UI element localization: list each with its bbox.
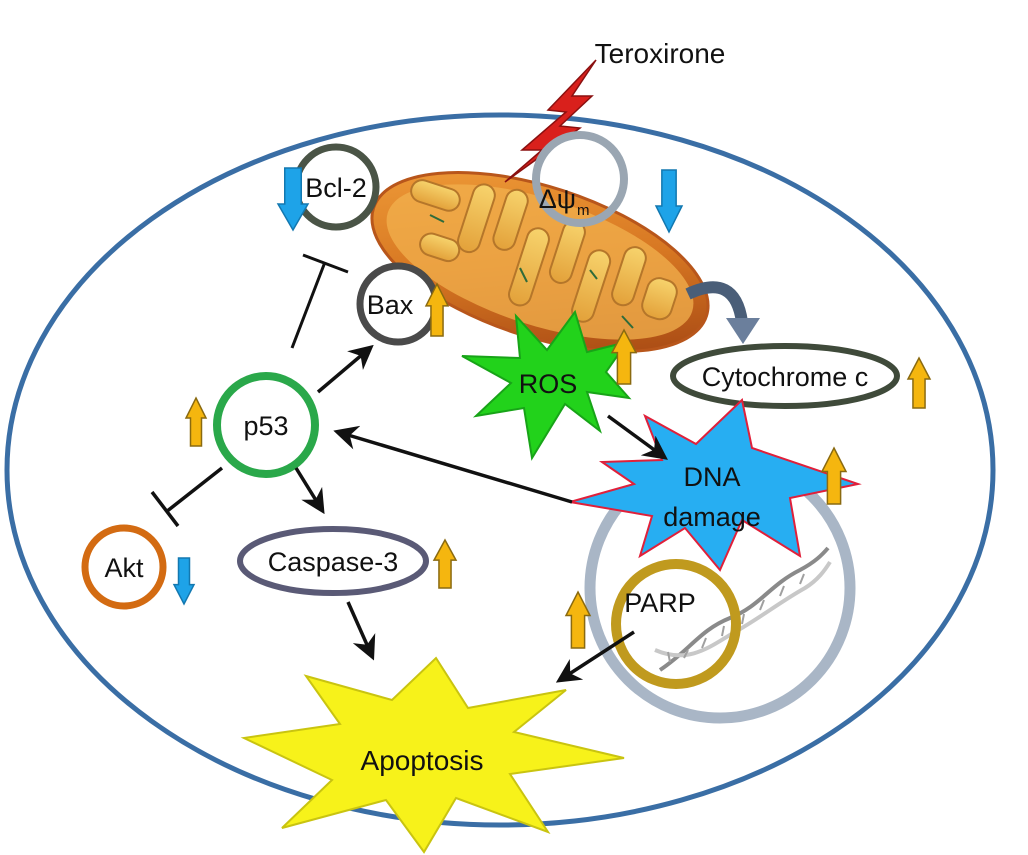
parp-node: PARP [611,559,741,689]
dna-damage-to-p53-arrow [333,425,573,504]
dna-damage-label-line2: damage [663,502,761,532]
dna-damage-up-arrow-icon [820,446,848,505]
ros-to-dna-damage-arrow [606,414,668,460]
bax-node: Bax [356,262,440,346]
p53-to-caspase3-arrow [294,467,325,515]
akt-label: Akt [104,553,144,583]
p53-label: p53 [243,411,288,441]
p53-to-bax-arrow [316,344,374,394]
lightning-bolt-icon [504,59,597,183]
apoptosis-burst [240,656,625,854]
p53-node: p53 [213,372,319,478]
p53-inhibits-bcl2-edge [290,253,349,349]
membrane-potential-subscript: m [577,202,590,219]
membrane-potential-label: Δψ [539,184,576,214]
parp-up-arrow-icon [564,590,592,649]
caspase3-node: Caspase-3 [237,526,429,596]
ros-burst [461,309,632,461]
cytochrome-c-up-arrow-icon [906,356,932,409]
ros-up-arrow-icon [610,328,638,385]
activation-arrows [294,344,668,683]
ros-label: ROS [519,369,578,399]
akt-node: Akt [81,524,167,610]
mito-to-cytochrome-arrow [685,281,748,324]
cytochrome-c-label: Cytochrome c [702,362,869,392]
bcl2-node: Bcl-2 [292,143,380,231]
bax-up-arrow-icon [424,282,450,337]
parp-to-apoptosis-arrow [555,630,635,683]
p53-inhibits-akt-edge [150,466,224,528]
p53-up-arrow-icon [184,396,208,447]
akt-down-arrow-icon [172,557,196,606]
mito-to-cytochrome-arrowhead [726,318,760,344]
caspase3-up-arrow-icon [432,538,458,589]
bcl2-label: Bcl-2 [305,173,367,203]
cell-membrane [4,112,996,828]
mitochondrion-image [370,170,710,354]
bax-label: Bax [367,290,414,320]
dna-damage-label-line1: DNA [683,462,740,492]
bcl2-down-arrow-icon [276,167,310,232]
cytochrome-c-node: Cytochrome c [670,343,900,409]
caspase3-to-apoptosis-arrow [346,601,376,661]
dna-helix-icon [654,546,832,672]
apoptosis-label: Apoptosis [361,745,484,776]
mmp-down-arrow-icon [654,169,684,234]
parp-label: PARP [624,588,696,618]
caspase3-label: Caspase-3 [268,547,399,577]
membrane-potential-node: Δψ m [532,131,628,227]
regulation-indicators [172,167,932,649]
drug-label: Teroxirone [595,38,726,69]
